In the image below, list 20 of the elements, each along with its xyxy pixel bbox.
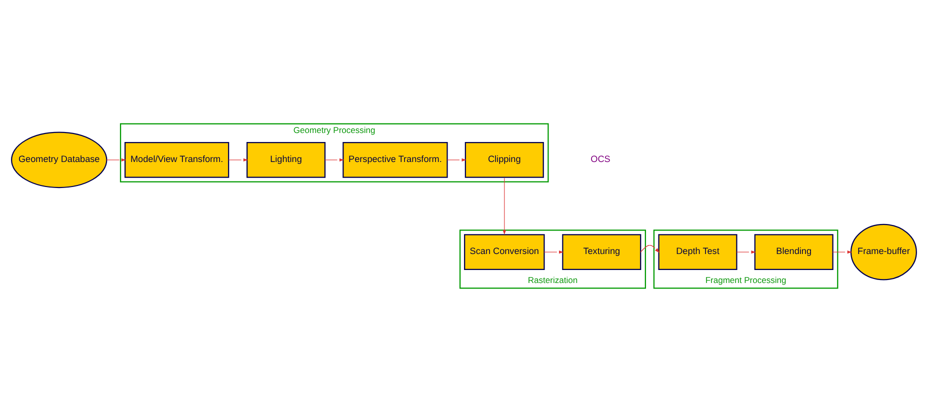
label: OCS	[590, 154, 610, 164]
arrow	[228, 158, 248, 162]
arrow	[832, 250, 852, 254]
node-ellipse: Geometry Database	[10, 132, 108, 188]
arrow	[640, 244, 660, 253]
arrow	[446, 158, 466, 162]
node-box: Scan Conversion	[464, 234, 545, 270]
arrow	[502, 178, 506, 235]
node-box: Lighting	[246, 142, 326, 178]
node-ellipse: Frame-buffer	[850, 224, 917, 280]
node-box: Blending	[754, 234, 834, 270]
arrow	[106, 158, 126, 162]
arrow	[736, 250, 756, 254]
arrow	[544, 250, 564, 254]
arrow	[324, 158, 344, 162]
node-box: Clipping	[464, 142, 544, 178]
node-box: Texturing	[562, 234, 642, 270]
node-box: Model/View Transform.	[124, 142, 230, 178]
node-box: Depth Test	[658, 234, 738, 270]
node-box: Perspective Transform.	[342, 142, 448, 178]
